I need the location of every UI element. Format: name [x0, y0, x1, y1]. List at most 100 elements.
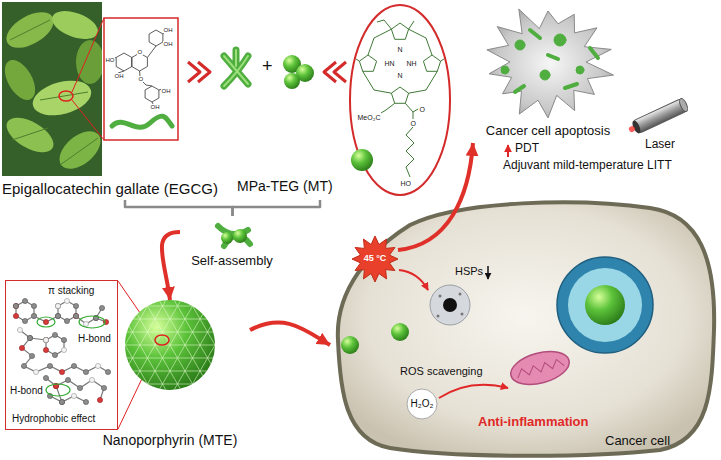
atom — [27, 335, 32, 340]
mesh-line — [140, 293, 200, 397]
atom-label: O — [419, 106, 425, 113]
atom — [21, 363, 26, 368]
atom — [55, 303, 60, 308]
assembly-cluster — [218, 226, 250, 246]
atom — [59, 369, 64, 374]
atom — [83, 399, 88, 404]
atom — [19, 345, 24, 350]
process-label: ROS scavenging — [400, 365, 483, 378]
bond — [50, 396, 86, 402]
mesh-line — [106, 274, 166, 378]
heat-burst — [352, 236, 398, 282]
atom-label: OH — [161, 88, 171, 94]
atom — [61, 347, 66, 352]
mesh-line — [110, 358, 230, 359]
atom — [55, 313, 60, 318]
atom — [64, 318, 69, 323]
increase-arrow — [507, 145, 509, 157]
bond — [46, 335, 64, 355]
compound-panel: Epigallocatechin gallate (EGCG)HOOHOHOOO… — [2, 2, 248, 200]
atom — [43, 337, 48, 342]
atom — [99, 305, 104, 310]
atom — [22, 318, 27, 323]
mesh-line — [106, 313, 166, 417]
atom — [43, 319, 48, 324]
atom — [55, 303, 60, 308]
compound-name: Epigallocatechin gallate (EGCG) — [2, 180, 218, 197]
temperature-burst: 45 °C — [352, 236, 398, 282]
atom-label: NH — [406, 60, 417, 67]
atom-label: MeO₂C — [357, 114, 381, 121]
atom — [95, 363, 100, 368]
connector — [162, 232, 180, 300]
atom — [64, 298, 69, 303]
laser-device — [626, 97, 689, 136]
mesh-line — [185, 319, 245, 423]
cell-label: Cancer cell — [605, 434, 670, 449]
connector — [125, 200, 233, 216]
structure-panel: MPa-TEG (MT)NNHHNNMeO₂COOHO — [235, 2, 452, 200]
atom — [65, 377, 70, 382]
atom — [101, 385, 106, 390]
atom — [43, 375, 48, 380]
structure-box — [104, 18, 178, 140]
mt-spheres — [283, 55, 314, 89]
connector — [398, 143, 473, 250]
mesh-line — [110, 397, 230, 398]
atom — [97, 397, 102, 402]
atom — [89, 377, 94, 382]
atom-label: OH — [163, 41, 173, 47]
atom — [22, 298, 27, 303]
process-step: Self-assembly — [180, 216, 285, 274]
nanoparticle-node: Nanoporphyrin (MTE) — [100, 300, 250, 451]
molecule-bubble — [407, 389, 437, 419]
protein-label: HSPs — [455, 265, 483, 278]
atom — [43, 347, 48, 352]
mesh-line — [174, 313, 234, 417]
particle-name: Nanoporphyrin (MTE) — [103, 432, 238, 448]
atom — [29, 353, 34, 358]
atom — [17, 327, 22, 332]
atom — [73, 313, 78, 318]
mt-sphere — [351, 149, 373, 171]
atom — [27, 335, 32, 340]
chevron — [188, 62, 210, 82]
chevron — [324, 62, 346, 82]
atom — [105, 369, 110, 374]
atom — [13, 303, 18, 308]
interaction-label: Hydrophobic effect — [12, 413, 95, 425]
bond — [46, 378, 104, 400]
cell-fragments — [501, 30, 598, 92]
step-label: Self-assembly — [191, 254, 273, 269]
outcome-label: Cancer cell apoptosis — [486, 124, 610, 139]
atom — [83, 369, 88, 374]
atom — [52, 332, 57, 337]
atom-label: O — [410, 120, 416, 127]
mitochondrion — [507, 346, 573, 391]
atom — [77, 385, 82, 390]
interaction-highlight — [37, 317, 55, 327]
atom — [31, 313, 36, 318]
atom — [43, 337, 48, 342]
bond — [58, 301, 76, 321]
atom-label: HN — [384, 60, 395, 67]
effect-label: Anti-inflammation — [478, 415, 589, 430]
atom — [43, 337, 48, 342]
leaf-photo — [2, 2, 102, 176]
atom — [73, 313, 78, 318]
atom — [31, 313, 36, 318]
atom-label: OH — [150, 104, 160, 110]
atom — [52, 352, 57, 357]
egcg-cluster — [224, 50, 248, 86]
atom-label: OH — [114, 73, 124, 79]
atom — [33, 369, 38, 374]
egcg-rod — [112, 116, 172, 127]
bond — [76, 316, 106, 324]
effect-arrow — [439, 385, 508, 398]
mesh-line — [163, 306, 223, 410]
nanoparticle-small — [341, 336, 359, 354]
interaction-label: H-bond — [10, 385, 43, 397]
connector — [233, 200, 321, 216]
